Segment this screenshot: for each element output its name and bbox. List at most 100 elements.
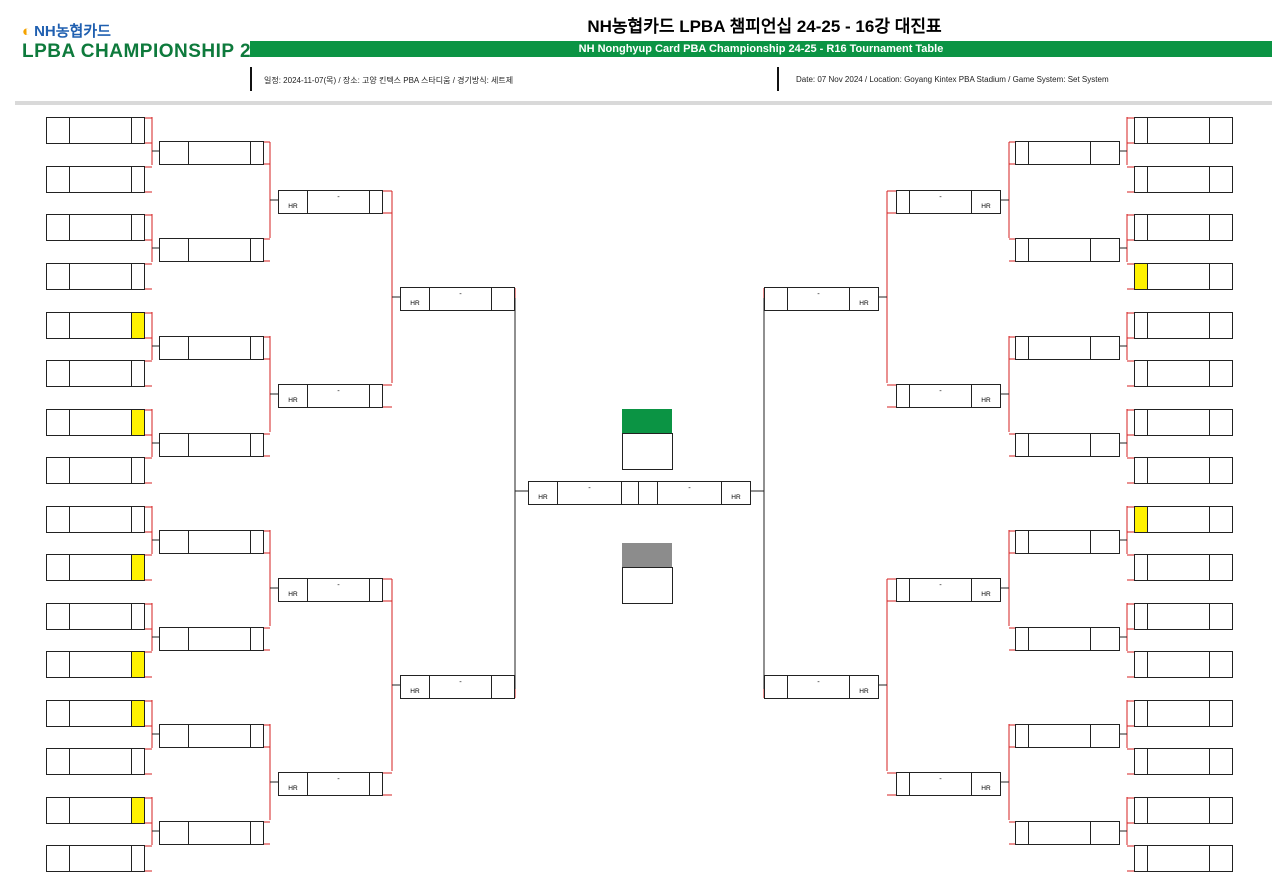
match-winner-box xyxy=(188,336,251,360)
match-score-box xyxy=(369,578,383,602)
player-seed-box xyxy=(1209,845,1233,872)
match-score-box xyxy=(491,675,515,699)
match-avg-box xyxy=(1090,141,1120,165)
match-avg-box xyxy=(159,627,189,651)
match-winner-box xyxy=(188,627,251,651)
match-avg-box xyxy=(159,724,189,748)
match-score-box xyxy=(369,384,383,408)
subtitle-bar: NH Nonghyup Card PBA Championship 24-25 … xyxy=(250,41,1272,57)
page-title: NH농협카드 LPBA 챔피언십 24-25 - 16강 대진표 xyxy=(587,17,942,36)
player-name-box xyxy=(69,166,132,193)
match-score-box xyxy=(250,141,264,165)
match-winner-kr: - xyxy=(459,289,462,298)
match-avg-box xyxy=(1090,530,1120,554)
match-score-box xyxy=(250,530,264,554)
player-score-box xyxy=(1134,409,1148,436)
match-winner-box xyxy=(188,238,251,262)
player-score-box xyxy=(1134,312,1148,339)
player-name-box xyxy=(69,409,132,436)
match-score-box xyxy=(764,287,788,311)
player-name-box xyxy=(1147,360,1210,387)
player-seed-box xyxy=(1209,603,1233,630)
match-score-box xyxy=(250,336,264,360)
match-avg-box xyxy=(278,772,308,796)
lpba-championship-logo: LPBA CHAMPIONSHIP 24-25 xyxy=(22,41,292,62)
match-score-box xyxy=(1015,724,1029,748)
match-winner-kr: - xyxy=(588,483,591,492)
player-name-box xyxy=(69,457,132,484)
player-seed-box xyxy=(1209,360,1233,387)
match-winner-box xyxy=(657,481,722,505)
player-name-box xyxy=(69,845,132,872)
player-name-box xyxy=(69,554,132,581)
match-winner-box xyxy=(188,141,251,165)
match-score-box xyxy=(896,190,910,214)
player-score-box xyxy=(131,312,145,339)
match-hr: HR xyxy=(859,300,869,307)
match-score-box xyxy=(896,384,910,408)
player-score-box xyxy=(1134,603,1148,630)
player-name-box xyxy=(1147,554,1210,581)
player-name-box xyxy=(1147,651,1210,678)
runnerup-box xyxy=(622,567,673,604)
player-score-box xyxy=(1134,797,1148,824)
player-name-box xyxy=(1147,603,1210,630)
player-seed-box xyxy=(46,360,70,387)
player-score-box xyxy=(131,457,145,484)
match-winner-box xyxy=(429,287,492,311)
match-score-box xyxy=(638,481,658,505)
winner-box xyxy=(622,433,673,470)
match-score-box xyxy=(491,287,515,311)
player-name-box xyxy=(1147,214,1210,241)
match-winner-kr: - xyxy=(817,289,820,298)
match-avg-box xyxy=(849,287,879,311)
player-seed-box xyxy=(46,117,70,144)
player-seed-box xyxy=(46,457,70,484)
player-name-box xyxy=(69,360,132,387)
match-avg-box xyxy=(971,772,1001,796)
match-winner-box xyxy=(188,821,251,845)
player-name-box xyxy=(1147,409,1210,436)
player-score-box xyxy=(1134,117,1148,144)
match-hr: HR xyxy=(981,397,991,404)
match-avg-box xyxy=(971,578,1001,602)
player-seed-box xyxy=(46,700,70,727)
player-name-box xyxy=(1147,700,1210,727)
player-name-box xyxy=(1147,845,1210,872)
player-seed-box xyxy=(46,748,70,775)
player-name-box xyxy=(69,700,132,727)
match-score-box xyxy=(1015,336,1029,360)
player-seed-box xyxy=(1209,457,1233,484)
match-winner-kr: - xyxy=(817,677,820,686)
player-name-box xyxy=(69,214,132,241)
match-hr: HR xyxy=(538,494,548,501)
header-separator xyxy=(15,101,1272,105)
match-hr: HR xyxy=(731,494,741,501)
player-seed-box xyxy=(1209,166,1233,193)
player-score-box xyxy=(131,797,145,824)
player-score-box xyxy=(131,748,145,775)
info-divider-left xyxy=(250,67,252,91)
player-seed-box xyxy=(1209,117,1233,144)
match-avg-box xyxy=(971,190,1001,214)
player-seed-box xyxy=(1209,651,1233,678)
player-seed-box xyxy=(1209,312,1233,339)
match-hr: HR xyxy=(981,591,991,598)
match-winner-box xyxy=(188,530,251,554)
match-hr: HR xyxy=(288,591,298,598)
match-winner-box xyxy=(557,481,622,505)
player-seed-box xyxy=(1209,554,1233,581)
match-winner-kr: - xyxy=(459,677,462,686)
match-avg-box xyxy=(721,481,751,505)
player-seed-box xyxy=(46,651,70,678)
player-seed-box xyxy=(1209,263,1233,290)
player-score-box xyxy=(1134,214,1148,241)
match-winner-box xyxy=(1028,627,1091,651)
player-seed-box xyxy=(46,797,70,824)
match-hr: HR xyxy=(288,785,298,792)
match-winner-kr: - xyxy=(337,192,340,201)
player-score-box xyxy=(131,845,145,872)
nh-card-logo: ◐NH농협카드 xyxy=(22,20,111,41)
match-avg-box xyxy=(528,481,558,505)
match-winner-kr: - xyxy=(939,580,942,589)
